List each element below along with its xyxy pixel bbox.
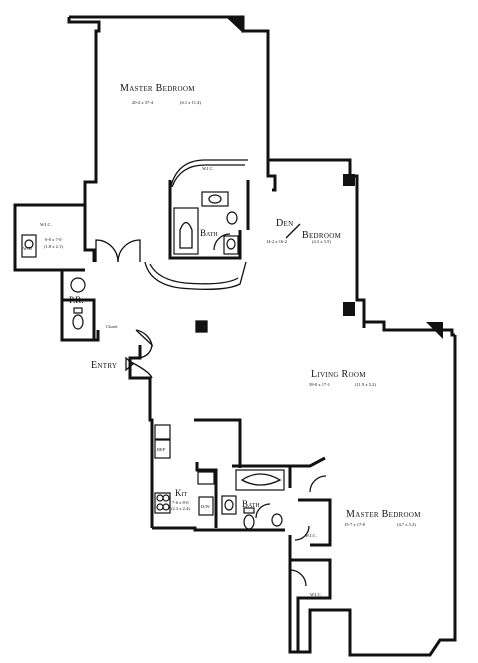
- master-bedroom-1-metric: (6.1 x 11.4): [180, 100, 201, 105]
- bath-2-label: Bath: [242, 499, 260, 509]
- wic-1-dims: 6-0 x 7-0: [45, 237, 62, 242]
- living-room-label: Living Room: [311, 369, 366, 380]
- wic-1-label: W.I.C.: [40, 222, 52, 227]
- master-bedroom-1-dims: 20-2 x 37-4: [132, 100, 154, 105]
- kitchen-dims: 7-6 x 8-0: [172, 500, 189, 505]
- dishwasher-label: D/W: [201, 504, 211, 509]
- entry-label: Entry: [91, 360, 117, 371]
- living-room-metric: (11.9 x 5.2): [355, 382, 376, 387]
- wic-2-label: W.I.C.: [202, 166, 214, 171]
- master-bedroom-2-label: Master Bedroom: [346, 509, 421, 520]
- bath-1-label: Bath: [200, 228, 218, 238]
- master-bedroom-2-dims: 15-7 x 17-0: [344, 522, 366, 527]
- wic-4-label: W.I.C.: [310, 592, 322, 597]
- powder-room-label: P.R.: [69, 295, 84, 305]
- den-bedroom-dims: 14-2 x 16-2: [266, 239, 287, 244]
- washer-dryer-label: W/D: [23, 246, 32, 251]
- den-label: Den: [276, 218, 293, 229]
- curved-features: [129, 159, 248, 379]
- room-labels: Master Bedroom 20-2 x 37-4 (6.1 x 11.4) …: [23, 83, 421, 597]
- kitchen-metric: (2.3 x 2.4): [171, 506, 190, 511]
- refrigerator-label: REF: [157, 447, 166, 452]
- master-bedroom-1-label: Master Bedroom: [120, 83, 195, 94]
- doors: [95, 233, 327, 587]
- entry-arrow-icon: [125, 356, 134, 372]
- living-room-dims: 39-0 x 17-1: [309, 382, 330, 387]
- bedroom-label: Bedroom: [302, 230, 342, 241]
- master-bedroom-2-metric: (4.7 x 5.2): [397, 522, 416, 527]
- fixtures: [21, 191, 285, 530]
- kitchen-label: Kit: [175, 488, 187, 498]
- den-bedroom-metric: (4.3 x 3.5): [312, 239, 331, 244]
- walls: [13, 15, 457, 657]
- closet-label: Closet: [106, 324, 118, 329]
- wic-3-label: W.I.C.: [305, 533, 317, 538]
- columns: [195, 17, 443, 339]
- wic-1-metric: (1.8 x 2.1): [44, 244, 63, 249]
